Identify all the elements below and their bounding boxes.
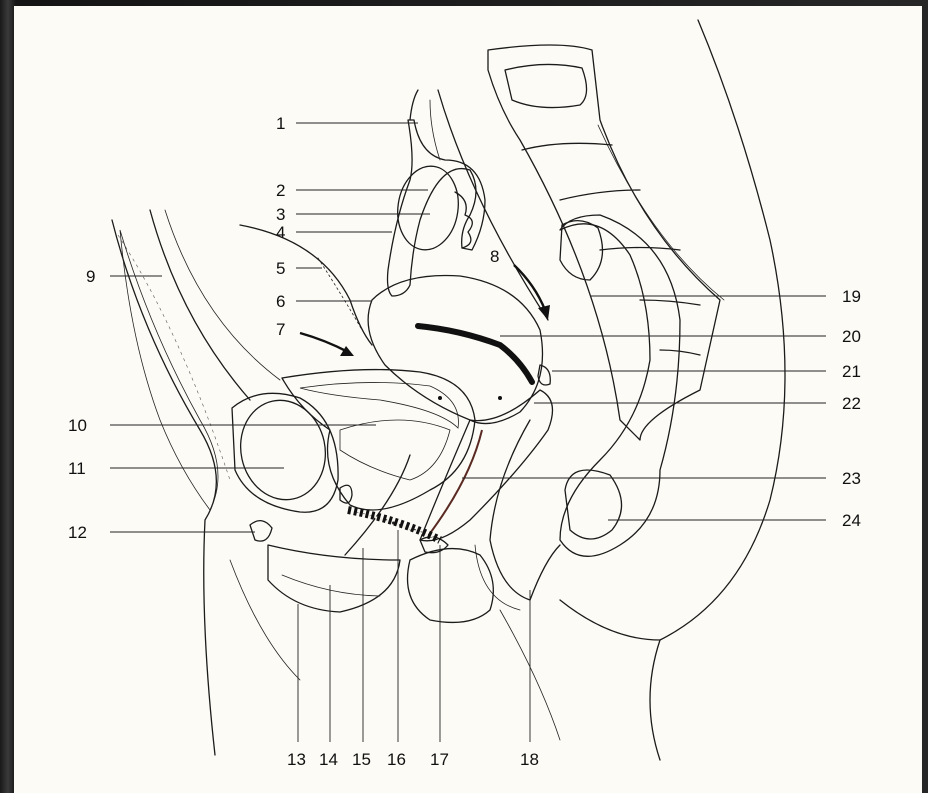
label-3: 3 [276, 205, 285, 224]
label-22: 22 [842, 394, 861, 413]
sacrum-spine [488, 45, 724, 440]
label-6: 6 [276, 292, 285, 311]
label-2: 2 [276, 181, 285, 200]
perineum [348, 510, 493, 622]
label-16: 16 [387, 750, 406, 769]
label-21: 21 [842, 362, 861, 381]
uterus [368, 276, 542, 424]
label-12: 12 [68, 523, 87, 542]
label-20: 20 [842, 327, 861, 346]
label-4: 4 [276, 223, 285, 242]
body-outlines [112, 20, 785, 760]
label-7: 7 [276, 320, 285, 339]
rectum [560, 215, 680, 556]
label-1: 1 [276, 114, 285, 133]
label-9: 9 [86, 267, 95, 286]
anal-canal [490, 420, 560, 600]
arrow-7 [300, 333, 354, 356]
label-24: 24 [842, 511, 861, 530]
uterine-tube [388, 90, 486, 296]
label-5: 5 [276, 259, 285, 278]
label-23: 23 [842, 469, 861, 488]
ovary [392, 162, 463, 254]
label-11: 11 [68, 459, 86, 478]
label-17: 17 [430, 750, 449, 769]
label-19: 19 [842, 287, 861, 306]
label-18: 18 [520, 750, 539, 769]
labia [250, 521, 400, 612]
label-15: 15 [352, 750, 371, 769]
label-10: 10 [68, 416, 87, 435]
pubic-bone [232, 392, 352, 512]
label-14: 14 [319, 750, 338, 769]
label-8: 8 [490, 247, 499, 266]
label-13: 13 [287, 750, 306, 769]
number-labels: 1 2 3 4 5 6 7 8 9 10 11 12 13 14 15 16 1… [68, 114, 861, 769]
